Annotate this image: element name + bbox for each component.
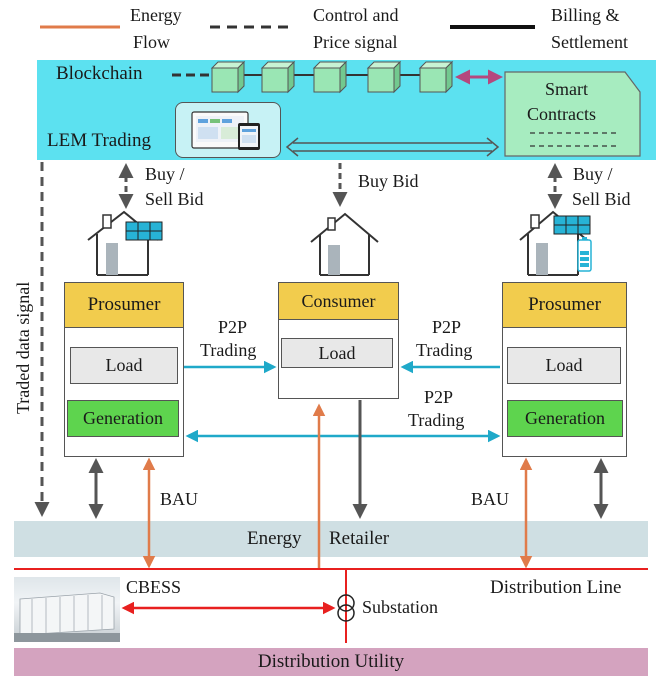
cbess-image <box>14 577 120 642</box>
blockchain-label: Blockchain <box>56 63 143 84</box>
bau-left-label: BAU <box>160 489 199 509</box>
prosumer-left-load: Load <box>70 347 178 384</box>
prosumer-right-generation: Generation <box>507 400 623 437</box>
substation-transformer-icon <box>337 594 355 622</box>
lem-trading-box[interactable] <box>175 102 281 158</box>
bid-left-line2: Sell Bid <box>145 189 204 209</box>
legend-billing-line2: Settlement <box>551 32 628 52</box>
block-cube-1 <box>210 60 246 94</box>
legend-control-line1: Control and <box>313 5 399 25</box>
legend-billing-line1: Billing & <box>551 5 620 25</box>
p2p-left-line1: P2P <box>218 317 248 337</box>
legend: Energy Flow Control and Price signal Bil… <box>0 0 661 58</box>
block-cube-2 <box>260 60 296 94</box>
bid-right-line1: Buy / <box>573 164 613 184</box>
block-cube-3 <box>312 60 348 94</box>
solar-panel-left-icon <box>125 221 163 241</box>
bid-left-line1: Buy / <box>145 164 185 184</box>
blockchain-chain <box>172 60 454 94</box>
smart-contracts-line1: Smart <box>545 79 588 99</box>
retailer-label-right: Retailer <box>329 528 390 549</box>
p2p-right-line1: P2P <box>432 317 462 337</box>
house-right-icon <box>519 210 592 276</box>
prosumer-right-header: Prosumer <box>502 282 627 328</box>
p2p-bottom-line1: P2P <box>424 387 454 407</box>
battery-containers-icon <box>14 592 120 642</box>
legend-energy-flow-line2: Flow <box>133 32 171 52</box>
consumer-header: Consumer <box>278 282 399 320</box>
energy-retailer-band <box>14 521 648 557</box>
cbess-label: CBESS <box>126 577 182 597</box>
energy-flow-legend-line <box>40 25 120 29</box>
bid-center: Buy Bid <box>358 171 419 191</box>
p2p-right-line2: Trading <box>416 340 473 360</box>
solar-panel-right-icon <box>553 215 591 235</box>
bid-right-line2: Sell Bid <box>572 189 631 209</box>
lem-contract-link <box>285 137 500 157</box>
retailer-label-left: Energy <box>247 528 302 549</box>
block-cube-4 <box>366 60 402 94</box>
lem-trading-label: LEM Trading <box>47 130 151 151</box>
dashboard-devices-icon <box>191 111 260 150</box>
bau-right-label: BAU <box>471 489 510 509</box>
legend-energy-flow-line1: Energy <box>130 5 182 25</box>
control-legend-line <box>210 25 295 29</box>
distribution-line-label: Distribution Line <box>490 577 622 598</box>
distribution-utility-band: Distribution Utility <box>14 648 648 676</box>
house-center-icon <box>310 212 379 276</box>
smart-contracts-shape[interactable] <box>500 70 645 160</box>
prosumer-right-load: Load <box>507 347 621 384</box>
p2p-left-line2: Trading <box>200 340 257 360</box>
substation-label: Substation <box>362 597 439 617</box>
house-left-icon <box>87 210 163 276</box>
battery-icon <box>577 237 592 272</box>
legend-control-line2: Price signal <box>313 32 398 52</box>
p2p-bottom-line2: Trading <box>408 410 465 430</box>
consumer-load: Load <box>281 338 393 368</box>
smart-contracts-line2: Contracts <box>527 104 596 124</box>
prosumer-left-generation: Generation <box>67 400 179 437</box>
billing-legend-line <box>450 25 535 29</box>
block-cube-5 <box>418 60 454 94</box>
prosumer-left-header: Prosumer <box>64 282 184 328</box>
